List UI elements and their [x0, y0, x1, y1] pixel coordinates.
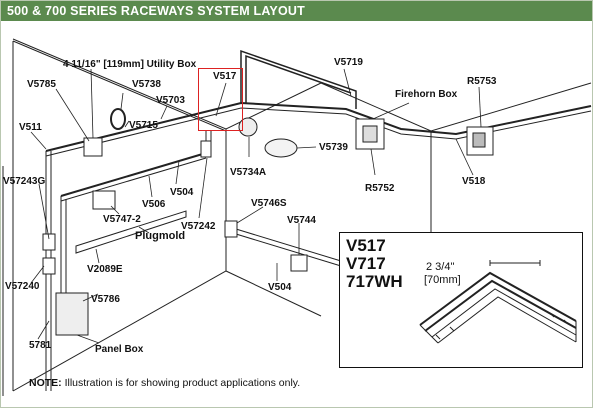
- label-firehorn-box: Firehorn Box: [395, 89, 458, 100]
- elbow-fitting-drawing: [419, 260, 577, 344]
- label-v5715: V5715: [129, 120, 158, 131]
- v5744-box: [290, 254, 308, 272]
- label-v5739: V5739: [319, 142, 348, 153]
- v5747-2-box: [92, 190, 116, 210]
- v5734a-fixture: [238, 117, 258, 137]
- v57240-box: [42, 257, 56, 275]
- label-5781: 5781: [29, 340, 52, 351]
- label-v5785: V5785: [27, 79, 56, 90]
- title-bar: 500 & 700 SERIES RACEWAYS SYSTEM LAYOUT: [1, 1, 592, 21]
- label-utility-box: 4 11/16" [119mm] Utility Box: [63, 59, 197, 70]
- label-r5752: R5752: [365, 183, 395, 194]
- label-v518: V518: [462, 176, 486, 187]
- raceway-run-middle-2: [60, 157, 207, 202]
- raceway-ceiling-run: [240, 49, 357, 109]
- label-v504a: V504: [170, 187, 194, 198]
- label-v506: V506: [142, 199, 166, 210]
- utility-box: [83, 137, 103, 157]
- label-v5747-2: V5747-2: [103, 214, 141, 225]
- label-v5786: V5786: [91, 294, 120, 305]
- label-v57243g: V57243G: [3, 176, 46, 187]
- v5746s-box: [224, 220, 238, 238]
- note-prefix: NOTE:: [29, 377, 62, 389]
- v5738-ring: [110, 108, 126, 130]
- raceway-vertical-2: [60, 196, 67, 301]
- label-v504b: V504: [268, 282, 292, 293]
- label-v5746s: V5746S: [251, 198, 287, 209]
- inset-code-v517: V517: [346, 236, 386, 255]
- v5739-box: [264, 138, 298, 158]
- r5753-face: [472, 132, 486, 148]
- v57243g-box: [42, 233, 56, 251]
- raceway-right-floor: [235, 228, 342, 267]
- v517-highlight-box: [198, 68, 243, 131]
- note-text: Illustration is for showing product appl…: [64, 377, 301, 389]
- label-v2089e: V2089E: [87, 264, 123, 275]
- raceway-illustration: [2, 38, 592, 396]
- label-v57240: V57240: [5, 281, 40, 292]
- label-v57242: V57242: [181, 221, 216, 232]
- label-v5744: V5744: [287, 215, 316, 226]
- inset-dim-metric: [70mm]: [424, 274, 461, 286]
- label-plugmold: Plugmold: [135, 230, 186, 242]
- raceway-run-middle: [60, 152, 207, 197]
- ceiling-edge: [12, 38, 322, 130]
- label-v5738: V5738: [132, 79, 161, 90]
- label-v5734a: V5734A: [230, 167, 267, 178]
- inset-detail-panel: V517 V717 717WH 2 3/4" [70mm]: [339, 232, 583, 368]
- inset-code-v717: V717: [346, 254, 386, 273]
- inset-code-717wh: 717WH: [346, 272, 403, 291]
- footnote: NOTE: Illustration is for showing produc…: [29, 377, 300, 389]
- label-v511: V511: [19, 122, 42, 133]
- panel-box: [55, 292, 89, 336]
- label-v5719: V5719: [334, 57, 363, 68]
- firehorn-grille: [362, 125, 378, 143]
- plugmold-strip: [75, 210, 187, 254]
- label-v5703: V5703: [156, 95, 185, 106]
- label-r5753: R5753: [467, 76, 497, 87]
- page-title: 500 & 700 SERIES RACEWAYS SYSTEM LAYOUT: [7, 4, 305, 18]
- leader-lines: [30, 68, 482, 344]
- floor-edge: [12, 270, 322, 392]
- v57242-box: [200, 140, 212, 158]
- inset-dim-imperial: 2 3/4": [426, 261, 455, 273]
- label-panel-box: Panel Box: [95, 344, 144, 355]
- label-v517: V517: [213, 71, 237, 82]
